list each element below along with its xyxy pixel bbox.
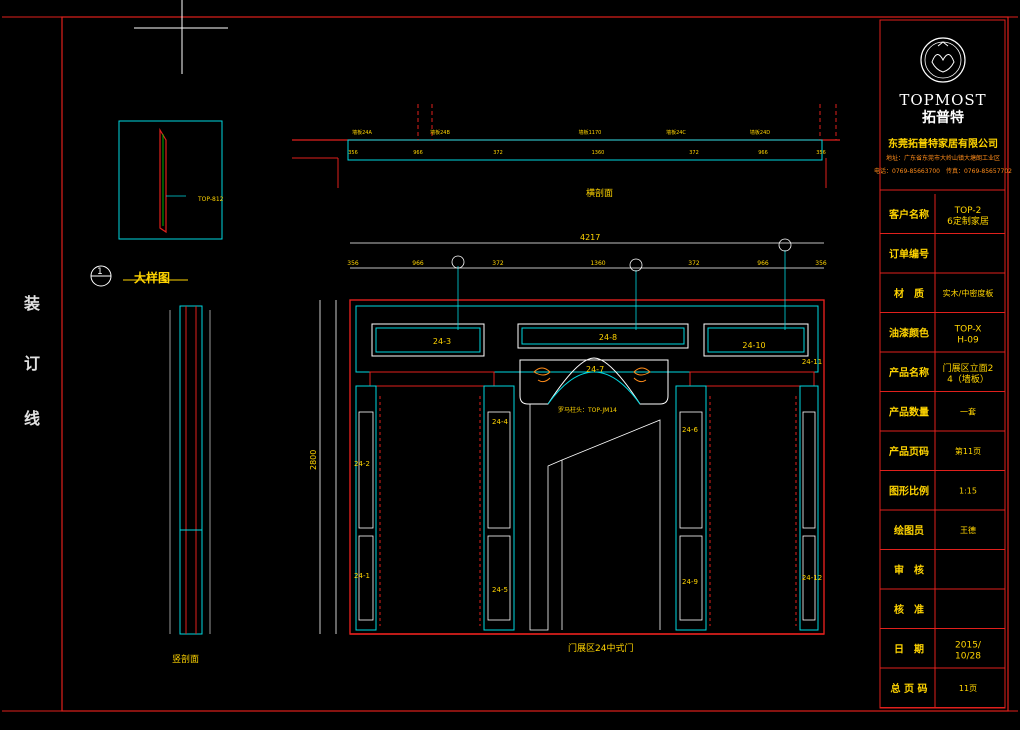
- small-box-callout: TOP-812: [197, 196, 224, 203]
- title-block-value: 王德: [960, 525, 976, 535]
- section-label: 竖剖面: [172, 653, 199, 665]
- plan-dimension-label: 356: [816, 150, 826, 156]
- title-block-label: 材 质: [894, 287, 924, 300]
- detail-box-profile: [159, 127, 186, 234]
- plan-dimension-label: 966: [413, 150, 423, 156]
- title-block-label: 订单编号: [889, 247, 929, 260]
- detail-number: 1: [97, 267, 103, 277]
- title-block-label: 总 页 码: [891, 682, 928, 695]
- plan-callout: 墙板24D: [750, 129, 770, 136]
- title-block-label: 油漆颜色: [889, 326, 929, 339]
- column-tag: 24-12: [802, 574, 822, 582]
- company-address: 地址：广东省东莞市大岭山镇大塘朗工业区: [886, 154, 1000, 162]
- plan-callout-labels: 墙板24A 墙板24B 墙板1170 墙板24C 墙板24D: [352, 129, 770, 136]
- title-block-label: 日 期: [894, 642, 924, 655]
- title-block-label: 绘图员: [894, 524, 924, 537]
- column-tag: 24-11: [802, 358, 822, 366]
- column-tag: 24-9: [682, 578, 698, 586]
- top-dimension-label: 356: [815, 260, 827, 267]
- plan-label: 横剖面: [586, 187, 613, 199]
- title-block-label: 产品数量: [889, 405, 929, 418]
- column-tag: 24-6: [682, 426, 698, 434]
- company-name: 东莞拓普特家居有限公司: [888, 137, 998, 150]
- title-block-value: 第11页: [955, 446, 981, 456]
- title-block-value: 2015/10/28: [955, 640, 982, 661]
- callout-leaders: [451, 238, 792, 330]
- column-tag: 24-2: [354, 460, 370, 468]
- plan-callout: 墙板24A: [352, 129, 372, 136]
- elevation-view: [349, 299, 825, 635]
- height-dimension: 2800: [309, 450, 318, 470]
- arch-tag: 24-7: [586, 365, 604, 374]
- top-dimension-labels: 356 356 966 966 372 372 1360 1360 372 372 966 966 35…: [347, 150, 827, 267]
- column-tag: 24-4: [492, 418, 508, 426]
- title-block-value: 11页: [959, 684, 977, 693]
- column-tag: 24-5: [492, 586, 508, 594]
- vertical-section: [169, 305, 211, 635]
- title-block-label: 产品名称: [889, 366, 929, 379]
- overall-dimension: 4217: [580, 233, 600, 242]
- top-dimension-label: 1360: [590, 260, 605, 267]
- plan-dimension-label: 356: [348, 150, 358, 156]
- title-block-label: 审 核: [894, 563, 924, 576]
- brand-name-cn: 拓普特: [922, 109, 964, 126]
- column-tag-labels: 24-2 24-1 24-4 24-5 24-6 24-9 24-11 24-12: [354, 358, 822, 594]
- panel-tag: 24-8: [599, 333, 617, 342]
- plan-view: [292, 104, 840, 188]
- panel-tag-labels: 24-3 24-8 24-10: [433, 333, 766, 350]
- plan-dimension-label: 1360: [592, 150, 605, 156]
- brand-name-en: TOPMOST: [899, 91, 986, 109]
- plan-dimension-label: 966: [758, 150, 768, 156]
- panel-tag: 24-3: [433, 337, 451, 346]
- top-dimension-label: 356: [347, 260, 359, 267]
- binding-label-3: 线: [23, 409, 40, 428]
- plan-callout: 墙板1170: [579, 129, 602, 136]
- plan-callout: 墙板24C: [666, 129, 686, 136]
- plan-callout: 墙板24B: [430, 129, 450, 136]
- top-dimension-label: 966: [757, 260, 769, 267]
- panel-tag: 24-10: [742, 341, 765, 350]
- detail-title: 大样图: [134, 270, 170, 285]
- plan-dimension-label: 372: [493, 150, 503, 156]
- title-block-value: 1:15: [959, 486, 977, 495]
- title-block-label: 产品页码: [889, 445, 929, 458]
- brand-logo-icon: [920, 37, 966, 83]
- title-block-value: 实木/中密度板: [943, 288, 994, 298]
- title-block-value: 一套: [960, 406, 976, 416]
- title-block-label: 客户名称: [888, 208, 929, 221]
- binding-label-1: 装: [23, 294, 40, 313]
- top-dimension-label: 372: [492, 260, 504, 267]
- top-dimension-label: 966: [412, 260, 424, 267]
- arch-note: 罗马柱头：TOP-JM14: [558, 406, 617, 414]
- company-phone: 电话：0769-85663700 传真：0769-85657702: [874, 167, 1012, 175]
- column-tag: 24-1: [354, 572, 370, 580]
- title-block-label: 核 准: [894, 603, 924, 616]
- top-dimension-label: 372: [688, 260, 700, 267]
- plan-dimension-label: 372: [689, 150, 699, 156]
- binding-label-2: 订: [23, 354, 40, 373]
- elevation-caption: 门展区24中式门: [568, 642, 633, 654]
- detail-box: [118, 120, 223, 240]
- title-block-label: 图形比例: [889, 484, 929, 497]
